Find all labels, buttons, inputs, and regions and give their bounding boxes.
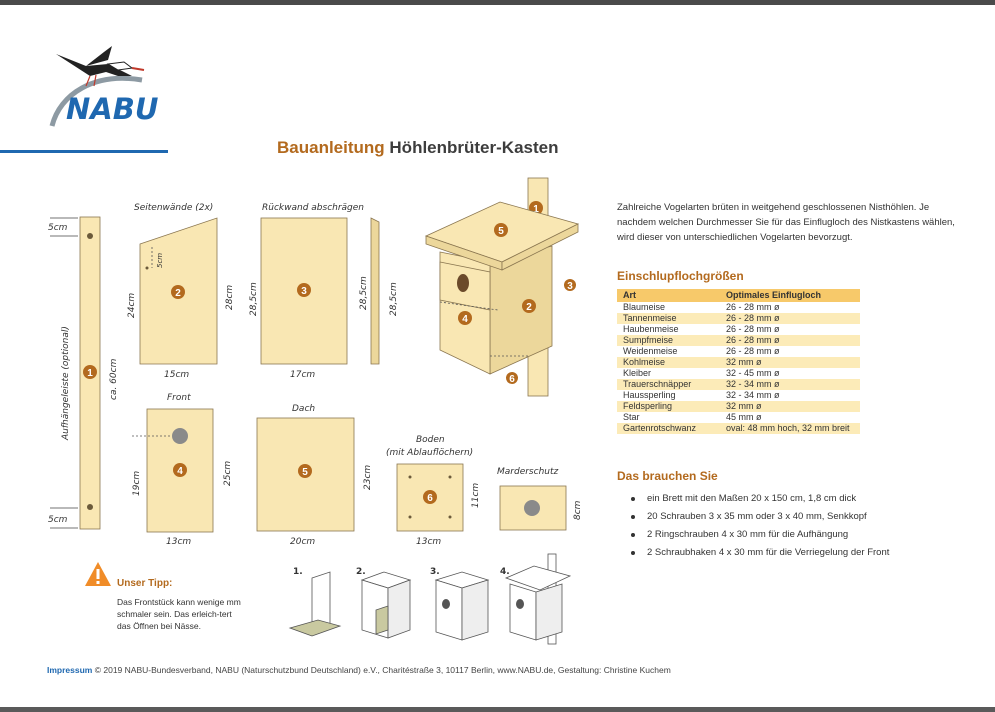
stork-icon xyxy=(56,46,145,87)
dim-floor-h: 11cm xyxy=(471,483,481,508)
badge-2: 2 xyxy=(175,288,181,299)
step-3: 3. xyxy=(430,567,440,577)
dim-side-5cm: 5cm xyxy=(156,253,164,268)
label-aufhaengeleiste: Aufhängeleiste (optional) xyxy=(61,326,71,441)
table-header-row: Art Optimales Einflugloch xyxy=(617,289,860,302)
step-4: 4. xyxy=(500,567,510,577)
assembly-steps: 1. 2. 3. 4. xyxy=(288,553,572,645)
label-seitenwaende: Seitenwände (2x) xyxy=(134,203,213,213)
part-dach: Dach 5 23cm 20cm xyxy=(256,404,373,547)
col-art: Art xyxy=(617,289,720,302)
dim-floor-w: 13cm xyxy=(416,537,441,547)
intro-text: Zahlreiche Vogelarten brüten in weitgehe… xyxy=(617,202,955,243)
label-rueckwand: Rückwand abschrägen xyxy=(262,203,364,213)
dim-front-w: 13cm xyxy=(166,537,191,547)
dim-back-w: 17cm xyxy=(290,370,315,380)
footer-text: © 2019 NABU-Bundesverband, NABU (Natursc… xyxy=(94,665,671,675)
badge-2-box: 2 xyxy=(526,302,532,313)
dim-leiste-len: ca. 60cm xyxy=(109,358,119,400)
badge-4: 4 xyxy=(177,466,183,477)
needs-list: ein Brett mit den Maßen 20 x 150 cm, 1,8… xyxy=(617,490,889,562)
badge-1: 1 xyxy=(87,368,93,379)
header-rule xyxy=(0,150,168,153)
warning-icon xyxy=(85,562,111,586)
tip-text: Das Frontstück kann wenige mm schmaler s… xyxy=(117,597,241,631)
logo-wordmark: NABU xyxy=(66,92,159,126)
tip-title: Unser Tipp: xyxy=(117,578,173,589)
part-marderschutz: Marderschutz 8cm xyxy=(497,467,583,531)
title-main: Höhlenbrüter-Kasten xyxy=(389,138,559,157)
part-seitenwaende: Seitenwände (2x) 5cm 2 24cm 28cm 15cm xyxy=(127,203,235,380)
part-rueckwand: Rückwand abschrägen 3 28,5cm 17cm 28,5cm… xyxy=(249,203,399,380)
dim-side-24: 24cm xyxy=(127,293,137,318)
impressum-link[interactable]: Impressum xyxy=(47,665,93,675)
dim-front-25: 25cm xyxy=(223,461,233,486)
needs-heading: Das brauchen Sie xyxy=(617,469,718,483)
badge-3: 3 xyxy=(301,286,307,297)
dim-marder-h: 8cm xyxy=(573,500,583,520)
part-aufhaengeleiste: 1 5cm 5cm Aufhängeleiste (optional) ca. … xyxy=(48,216,119,530)
label-boden: Boden xyxy=(416,435,445,445)
part-boden: Boden (mit Ablauflöchern) 6 11cm 13cm xyxy=(386,435,481,547)
footer: Impressum © 2019 NABU-Bundesverband, NAB… xyxy=(47,665,671,675)
step-1: 1. xyxy=(293,567,303,577)
col-loch: Optimales Einflugloch xyxy=(720,289,860,302)
dim-roof-h: 23cm xyxy=(363,465,373,490)
list-item: 2 Ringschrauben 4 x 30 mm für die Aufhän… xyxy=(617,526,889,544)
dim-front-19: 19cm xyxy=(132,471,142,496)
bottom-bar xyxy=(0,707,995,712)
dim-back-edge-2: 28,5cm xyxy=(389,282,399,316)
badge-4-box: 4 xyxy=(462,314,468,325)
badge-5: 5 xyxy=(302,467,308,478)
dim-side-w: 15cm xyxy=(164,370,189,380)
label-marderschutz: Marderschutz xyxy=(497,467,559,477)
list-item: 2 Schraubhaken 4 x 30 mm für die Verrieg… xyxy=(617,544,889,562)
assembled-nestbox: 1 5 2 4 3 6 xyxy=(424,177,580,397)
badge-6: 6 xyxy=(427,493,433,504)
dim-bottom-5cm: 5cm xyxy=(48,515,68,525)
dim-roof-w: 20cm xyxy=(290,537,315,547)
badge-6-box: 6 xyxy=(509,374,515,385)
part-front: Front 4 19cm 25cm 13cm xyxy=(132,393,233,547)
nabu-logo xyxy=(49,46,145,127)
holes-heading: Einschlupflochgrößen xyxy=(617,269,744,283)
badge-3-box: 3 xyxy=(567,281,573,292)
dim-back-edge: 28,5cm xyxy=(359,276,369,310)
label-dach: Dach xyxy=(292,404,315,414)
construction-plans: .wood{fill:#f9e7b3;stroke:#8a7650;stroke… xyxy=(48,177,583,645)
list-item: ein Brett mit den Maßen 20 x 150 cm, 1,8… xyxy=(617,490,889,508)
top-bar xyxy=(0,0,995,5)
list-item: 20 Schrauben 3 x 35 mm oder 3 x 40 mm, S… xyxy=(617,508,889,526)
step-2: 2. xyxy=(356,567,366,577)
badge-5-box: 5 xyxy=(498,226,504,237)
badge-1-box: 1 xyxy=(533,204,539,215)
label-front: Front xyxy=(167,393,191,403)
dim-back-h: 28,5cm xyxy=(249,282,259,316)
dim-top-5cm: 5cm xyxy=(48,223,68,233)
title-accent: Bauanleitung xyxy=(277,138,385,157)
dim-side-28: 28cm xyxy=(225,285,235,310)
page-title: Bauanleitung Höhlenbrüter-Kasten xyxy=(277,138,558,158)
label-boden-sub: (mit Ablauflöchern) xyxy=(386,448,473,458)
